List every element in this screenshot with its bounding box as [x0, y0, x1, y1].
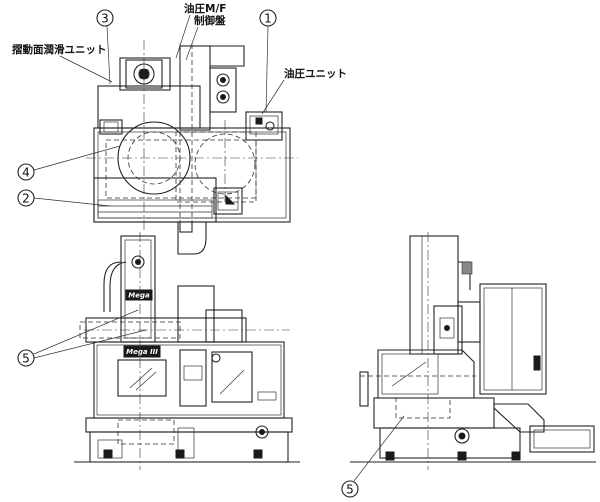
callout-3-circle: [96, 9, 114, 27]
annotations: 摺動面潤滑ユニット 油圧M/F 制御盤 油圧ユニット 3 1 4 2 5: [12, 2, 405, 498]
front-view: Mega Mega III: [74, 232, 300, 470]
callout-5-front: 5: [22, 352, 30, 366]
callout-4-circle: [17, 163, 35, 181]
leader-callout-3: [106, 25, 111, 85]
leader-hydraulic-unit: [261, 79, 285, 115]
leader-callout-5-front-b: [33, 329, 147, 359]
cover-logo-plate: [123, 345, 161, 358]
label-control-panel: 制御盤: [194, 14, 226, 27]
top-view: [86, 40, 298, 255]
leader-callout-5-front-a: [33, 309, 139, 355]
leader-callout-1: [265, 25, 269, 113]
leader-callout-5-side: [353, 415, 405, 482]
callout-2: 2: [22, 192, 30, 206]
column-logo-plate: [125, 289, 153, 301]
side-view: [350, 232, 596, 470]
label-hydraulic-unit: 油圧ユニット: [284, 67, 347, 80]
callout-3: 3: [101, 12, 109, 26]
callout-5-side-circle: [341, 480, 359, 498]
label-sliding-lube-unit: 摺動面潤滑ユニット: [12, 43, 107, 56]
leader-hydraulic-mf: [175, 14, 191, 59]
callout-1: 1: [264, 12, 272, 26]
column-logo: Mega: [128, 292, 150, 300]
callout-4: 4: [22, 166, 30, 180]
callout-5-side: 5: [346, 483, 354, 497]
leader-sliding-lube-unit: [59, 55, 113, 83]
leader-callout-2: [33, 197, 111, 207]
cover-logo: Mega III: [126, 348, 158, 356]
label-hydraulic-mf: 油圧M/F: [184, 2, 226, 15]
leader-control-panel: [185, 26, 199, 61]
leader-callout-4: [33, 145, 121, 171]
